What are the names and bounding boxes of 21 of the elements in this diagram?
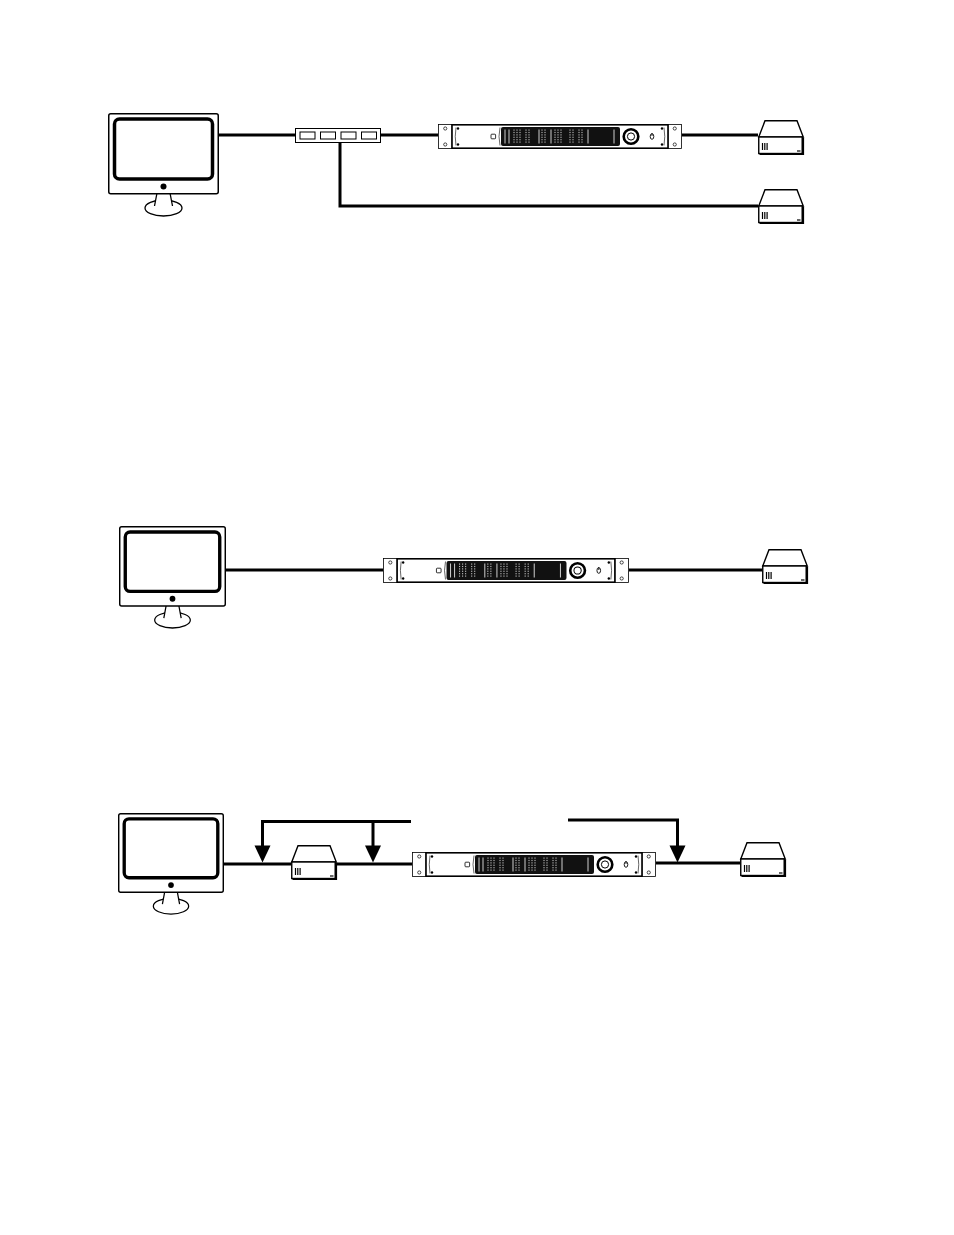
cable-line bbox=[682, 133, 758, 137]
drive-icon bbox=[758, 189, 804, 224]
cable-line bbox=[338, 143, 758, 208]
rack-unit-icon bbox=[383, 558, 629, 583]
cable-line bbox=[224, 862, 291, 866]
rack-unit-icon bbox=[412, 852, 656, 877]
hub-icon bbox=[295, 128, 381, 143]
rack-unit-icon bbox=[438, 124, 682, 149]
cable-line bbox=[219, 133, 295, 137]
drive-icon bbox=[762, 549, 808, 584]
cable-line bbox=[381, 133, 438, 137]
monitor-icon bbox=[118, 813, 224, 915]
monitor-icon bbox=[108, 113, 219, 217]
cable-line bbox=[629, 568, 762, 572]
cable-line bbox=[226, 568, 383, 572]
cable-line bbox=[656, 861, 740, 865]
drive-icon bbox=[758, 120, 804, 155]
monitor-icon bbox=[119, 526, 226, 629]
drive-icon bbox=[291, 845, 337, 880]
drive-icon bbox=[740, 842, 786, 877]
cable-line bbox=[337, 862, 412, 866]
